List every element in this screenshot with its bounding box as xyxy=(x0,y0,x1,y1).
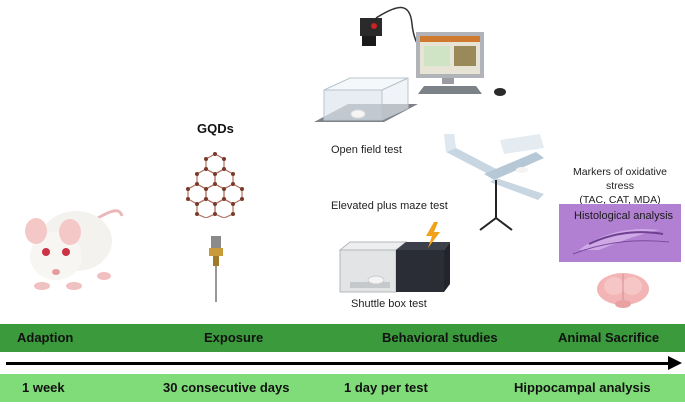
open-field-box-icon xyxy=(314,77,418,122)
phase-bar: Adaption Exposure Behavioral studies Ani… xyxy=(0,324,685,352)
duration-1-day-per-test: 1 day per test xyxy=(344,380,428,395)
graphene-quantum-dot-icon xyxy=(186,152,244,218)
oxidative-stress-line2: (TAC, CAT, MDA) xyxy=(579,194,661,206)
phase-animal-sacrifice: Animal Sacrifice xyxy=(558,330,660,345)
timeline-arrow-icon xyxy=(6,362,670,365)
oxidative-stress-label: Markers of oxidative stress (TAC, CAT, M… xyxy=(558,165,682,207)
syringe-icon xyxy=(209,236,223,302)
histology-slide-icon xyxy=(559,204,681,262)
shuttle-box-label: Shuttle box test xyxy=(351,298,427,310)
phase-adaption: Adaption xyxy=(17,330,74,345)
shuttle-box-icon xyxy=(338,241,450,293)
duration-30-days: 30 consecutive days xyxy=(163,380,290,395)
lightning-icon xyxy=(426,222,440,248)
histological-label: Histological analysis xyxy=(574,210,674,222)
duration-1-week: 1 week xyxy=(22,380,65,395)
plus-maze-icon xyxy=(444,134,544,231)
gqds-label: GQDs xyxy=(197,121,234,136)
brain-icon xyxy=(597,273,649,308)
open-field-label: Open field test xyxy=(331,144,402,156)
elevated-plus-label: Elevated plus maze test xyxy=(331,200,448,212)
oxidative-stress-line1: Markers of oxidative stress xyxy=(573,166,667,192)
computer-icon xyxy=(416,32,506,96)
phase-exposure: Exposure xyxy=(204,330,264,345)
duration-hippocampal-analysis: Hippocampal analysis xyxy=(514,380,651,395)
duration-bar: 1 week 30 consecutive days 1 day per tes… xyxy=(0,374,685,402)
timeline-arrow-head xyxy=(668,356,682,370)
phase-behavioral-studies: Behavioral studies xyxy=(382,330,498,345)
mouse-icon xyxy=(25,209,124,290)
